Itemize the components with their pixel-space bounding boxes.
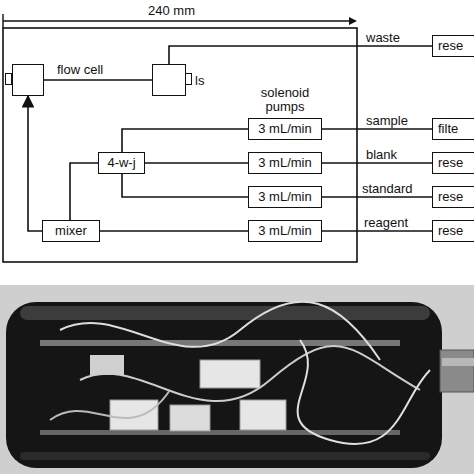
pump-box: 3 mL/min — [248, 186, 322, 208]
reservoir-box: rese — [432, 35, 474, 57]
node-text: 4-w-j — [107, 156, 135, 170]
line-label: standard — [362, 182, 413, 196]
tubing-line — [145, 162, 248, 164]
pump-box: 3 mL/min — [248, 152, 322, 174]
node-text: flow cell — [57, 63, 103, 77]
cylinder-highlight — [20, 306, 430, 320]
cylinder-shadow — [20, 452, 430, 460]
pump-photo — [240, 400, 286, 430]
tubing — [298, 340, 430, 444]
line-label: reagent — [364, 216, 408, 230]
node-text: rese — [438, 156, 463, 170]
connector-highlight — [442, 358, 474, 366]
reservoir-box: rese — [432, 152, 474, 174]
tubing-line — [44, 79, 152, 81]
node-text: rese — [438, 224, 463, 238]
node-text: mixer — [55, 224, 87, 238]
pump-photo — [170, 405, 210, 431]
line-label: sample — [366, 114, 408, 128]
flow-cell-box: flow cell — [12, 64, 44, 96]
section-heading: solenoid pumps — [248, 86, 322, 114]
dimension-line — [3, 20, 352, 21]
node-text: rese — [438, 190, 463, 204]
window-tab — [5, 73, 12, 85]
reservoir-box: rese — [432, 186, 474, 208]
pump-box: 3 mL/min — [248, 118, 322, 140]
tubing — [60, 302, 380, 360]
window-tab — [185, 73, 192, 85]
dimension-tick — [2, 14, 3, 28]
node-text: 3 mL/min — [258, 122, 311, 136]
end-connector — [440, 350, 474, 392]
flow-cell-photo — [90, 355, 124, 375]
support-rod — [40, 430, 400, 435]
tubing-line — [122, 174, 248, 197]
mixer-box: mixer — [42, 220, 100, 242]
tubing — [50, 390, 170, 420]
tubing-line — [322, 162, 432, 164]
housing-cylinder — [6, 302, 442, 468]
photo-background — [0, 285, 474, 474]
tubing — [80, 346, 420, 401]
line-label: waste — [366, 31, 400, 45]
light-source-box: ls — [152, 64, 186, 96]
housing-frame — [3, 28, 357, 262]
tubing-line — [169, 46, 432, 64]
dimension-label: 240 mm — [148, 4, 208, 18]
reservoir-box: rese — [432, 220, 474, 242]
pump-photo — [200, 360, 260, 388]
junction-box: 4-w-j — [98, 152, 145, 174]
pump-photo — [110, 400, 158, 430]
node-text: 3 mL/min — [258, 224, 311, 238]
line-label: blank — [366, 148, 397, 162]
tubing-line — [122, 129, 248, 152]
node-text: 3 mL/min — [258, 156, 311, 170]
tubing-line — [70, 163, 98, 220]
filter-box: filte — [432, 118, 474, 140]
tubing-line — [322, 128, 432, 130]
dimension-arrowhead — [349, 17, 357, 25]
tubing-line — [28, 96, 42, 231]
node-text: 3 mL/min — [258, 190, 311, 204]
node-text: rese — [438, 39, 463, 53]
tubing-line — [322, 196, 432, 198]
tubing-line — [100, 230, 248, 232]
pump-box: 3 mL/min — [248, 220, 322, 242]
tubing-line — [322, 230, 432, 232]
node-text: filte — [438, 122, 458, 136]
node-text: ls — [195, 74, 204, 88]
